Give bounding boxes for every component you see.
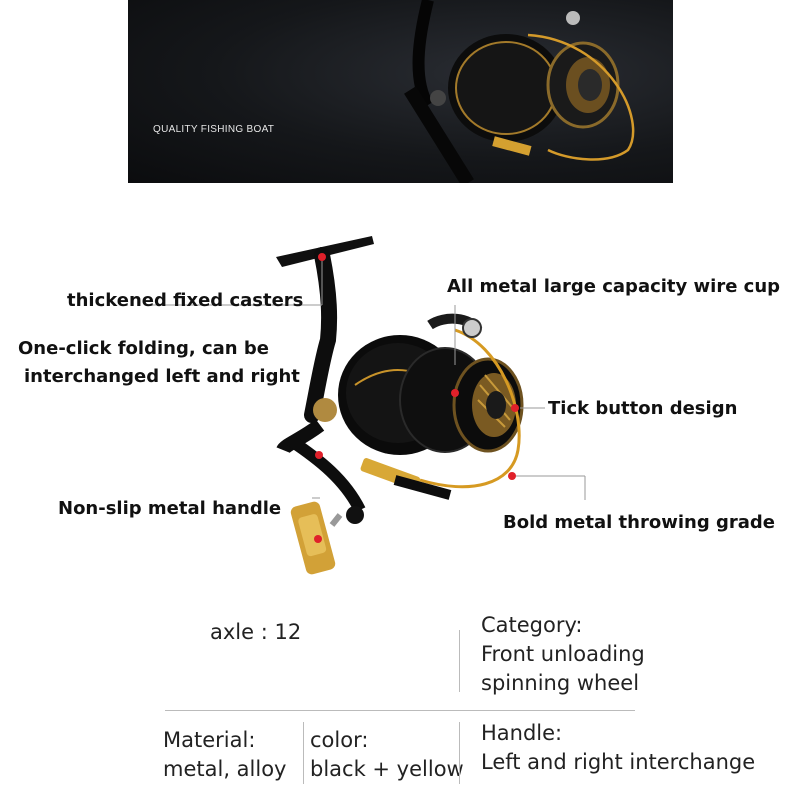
callout-casters: thickened fixed casters (67, 290, 304, 311)
spec-category-line1: Front unloading (481, 642, 645, 666)
callout-folding-line2: interchanged left and right (24, 366, 300, 387)
marker-folding (315, 451, 323, 459)
divider-vertical-right (459, 722, 460, 784)
spec-category-label: Category: (481, 613, 583, 637)
callout-handle: Non-slip metal handle (58, 498, 282, 519)
spinning-reel-image: G (150, 236, 586, 575)
marker-throwing (508, 472, 516, 480)
spec-category-line2: spinning wheel (481, 671, 640, 695)
spec-axle: axle : 12 (210, 620, 302, 644)
divider-horizontal (165, 710, 635, 711)
spec-material-value: metal, alloy (163, 757, 287, 781)
marker-casters (318, 253, 326, 261)
marker-tick-button (511, 404, 519, 412)
callout-throwing: Bold metal throwing grade (503, 512, 775, 533)
callout-tick-button: Tick button design (548, 398, 738, 419)
marker-wire-cup (451, 389, 459, 397)
spec-color-label: color: (310, 728, 369, 752)
banner-caption: QUALITY FISHING BOAT (153, 124, 275, 135)
spec-handle-value: Left and right interchange (481, 750, 756, 774)
spec-color-value: black + yellow (310, 757, 464, 781)
callout-folding-line1: One-click folding, can be (18, 338, 269, 359)
product-banner: QUALITY FISHING BOAT (128, 0, 673, 183)
banner-reel-image (404, 0, 635, 183)
spec-handle-label: Handle: (481, 721, 563, 745)
reel-diagram: G (0, 195, 800, 595)
marker-handle (314, 535, 322, 543)
divider-vertical-left (303, 722, 304, 784)
divider-vertical-top (459, 630, 460, 692)
callout-wire-cup: All metal large capacity wire cup (447, 276, 781, 297)
spec-material-label: Material: (163, 728, 256, 752)
